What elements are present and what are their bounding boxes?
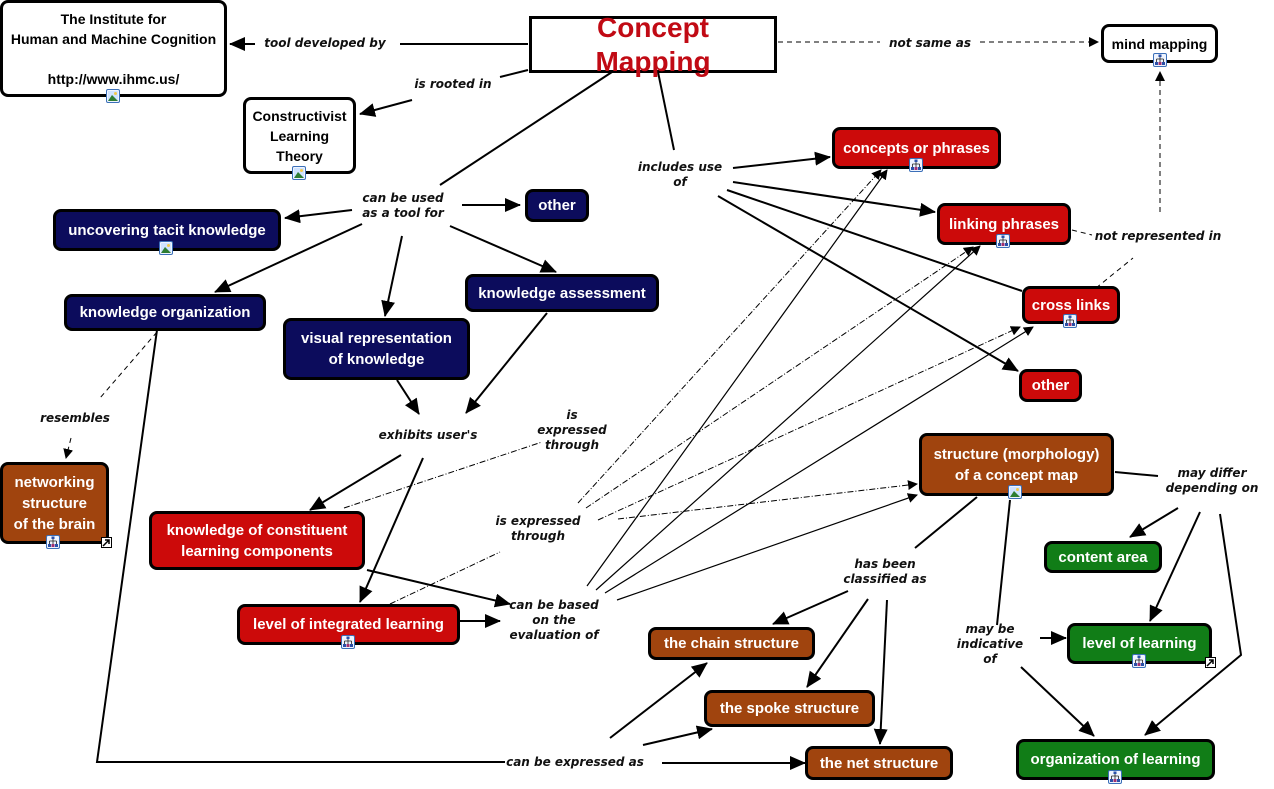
edge — [309, 454, 402, 511]
knowledge-of-constituent-node[interactable]: knowledge of constituent learning compon… — [149, 511, 365, 570]
edge — [873, 599, 888, 745]
edge — [616, 493, 918, 601]
external-link-icon[interactable] — [1205, 657, 1216, 668]
edge — [343, 441, 543, 509]
edge — [359, 99, 413, 117]
link-exhibits-users[interactable]: exhibits user's — [378, 428, 478, 442]
other-tool-node[interactable]: other — [525, 189, 589, 222]
image-resource-icon[interactable] — [106, 89, 120, 103]
edge — [1129, 507, 1179, 538]
chain-structure-node[interactable]: the chain structure — [648, 627, 815, 660]
concept-map-resource-icon[interactable] — [996, 234, 1010, 248]
networking-structure-brain-node[interactable]: networking structure of the brain — [0, 462, 109, 544]
edge — [95, 329, 505, 763]
edge — [396, 379, 420, 415]
other-element-node[interactable]: other — [1019, 369, 1082, 402]
edge — [63, 437, 74, 459]
edge — [609, 662, 708, 739]
link-not-represented-in[interactable]: not represented in — [1094, 229, 1222, 243]
link-includes-use-of[interactable]: includes use of — [637, 160, 723, 189]
edge — [996, 499, 1011, 626]
external-link-icon[interactable] — [101, 537, 112, 548]
edge — [389, 551, 501, 605]
edge — [214, 223, 363, 293]
edge — [1149, 511, 1201, 622]
edge — [449, 225, 557, 273]
ihmc-node[interactable]: The Institute for Human and Machine Cogn… — [0, 0, 227, 97]
edge — [381, 235, 403, 317]
edge — [1114, 471, 1159, 477]
concept-map-resource-icon[interactable] — [1063, 314, 1077, 328]
edge — [726, 189, 1023, 292]
edge — [99, 331, 158, 399]
link-not-same-as[interactable]: not same as — [888, 36, 971, 50]
content-area-node[interactable]: content area — [1044, 541, 1162, 573]
link-can-be-used[interactable]: can be used as a tool for — [362, 191, 444, 220]
edge — [732, 181, 936, 217]
cross-links-node[interactable]: cross links — [1022, 286, 1120, 324]
image-resource-icon[interactable] — [159, 241, 173, 255]
edge — [284, 209, 353, 224]
edge — [597, 326, 1021, 521]
link-can-be-expressed-as[interactable]: can be expressed as — [506, 755, 644, 769]
visual-representation-node[interactable]: visual representation of knowledge — [283, 318, 470, 380]
edge — [914, 496, 978, 549]
edge — [617, 480, 918, 520]
concept-map-resource-icon[interactable] — [1153, 53, 1167, 67]
edge — [1071, 229, 1093, 236]
edge — [1144, 513, 1243, 736]
edge — [642, 725, 713, 746]
edge — [806, 598, 869, 688]
link-resembles[interactable]: resembles — [40, 411, 110, 425]
net-structure-node[interactable]: the net structure — [805, 746, 953, 780]
concept-map-resource-icon[interactable] — [1108, 770, 1122, 784]
edge — [595, 245, 981, 591]
link-may-differ-depending-on[interactable]: may differ depending on — [1165, 466, 1259, 495]
edge — [359, 457, 424, 603]
edge — [499, 69, 529, 78]
edge — [439, 71, 613, 186]
link-can-be-based-on[interactable]: can be based on the evaluation of — [509, 598, 599, 642]
concept-map-resource-icon[interactable] — [1132, 654, 1146, 668]
edge — [577, 169, 882, 504]
knowledge-organization-node[interactable]: knowledge organization — [64, 294, 266, 331]
image-resource-icon[interactable] — [292, 166, 306, 180]
spoke-structure-node[interactable]: the spoke structure — [704, 690, 875, 727]
link-tool-developed-by[interactable]: tool developed by — [264, 36, 386, 50]
edge — [586, 169, 888, 587]
concept-mapping-node[interactable]: Concept Mapping — [529, 12, 777, 77]
knowledge-assessment-node[interactable]: knowledge assessment — [465, 274, 659, 312]
concept-map-resource-icon[interactable] — [46, 535, 60, 549]
edge — [366, 569, 511, 608]
edge — [717, 195, 1019, 372]
link-is-expressed-through-1[interactable]: is expressed through — [537, 408, 607, 452]
edge — [732, 151, 831, 169]
link-is-expressed-through-2[interactable]: is expressed through — [495, 514, 581, 543]
edge — [604, 326, 1034, 594]
level-of-learning-node[interactable]: level of learning — [1067, 623, 1212, 664]
image-resource-icon[interactable] — [1008, 485, 1022, 499]
edge — [585, 246, 974, 509]
edge — [1020, 666, 1095, 737]
link-has-been-classified-as[interactable]: has been classified as — [843, 557, 927, 586]
link-is-rooted-in[interactable]: is rooted in — [414, 77, 492, 91]
link-may-be-indicative-of[interactable]: may be indicative of — [956, 622, 1024, 666]
edge — [1095, 257, 1134, 289]
edge — [465, 312, 548, 414]
constructivist-learning-theory-node[interactable]: Constructivist Learning Theory — [243, 97, 356, 174]
concept-map-resource-icon[interactable] — [909, 158, 923, 172]
edge — [657, 71, 675, 151]
concept-map-resource-icon[interactable] — [341, 635, 355, 649]
edge — [772, 590, 849, 625]
